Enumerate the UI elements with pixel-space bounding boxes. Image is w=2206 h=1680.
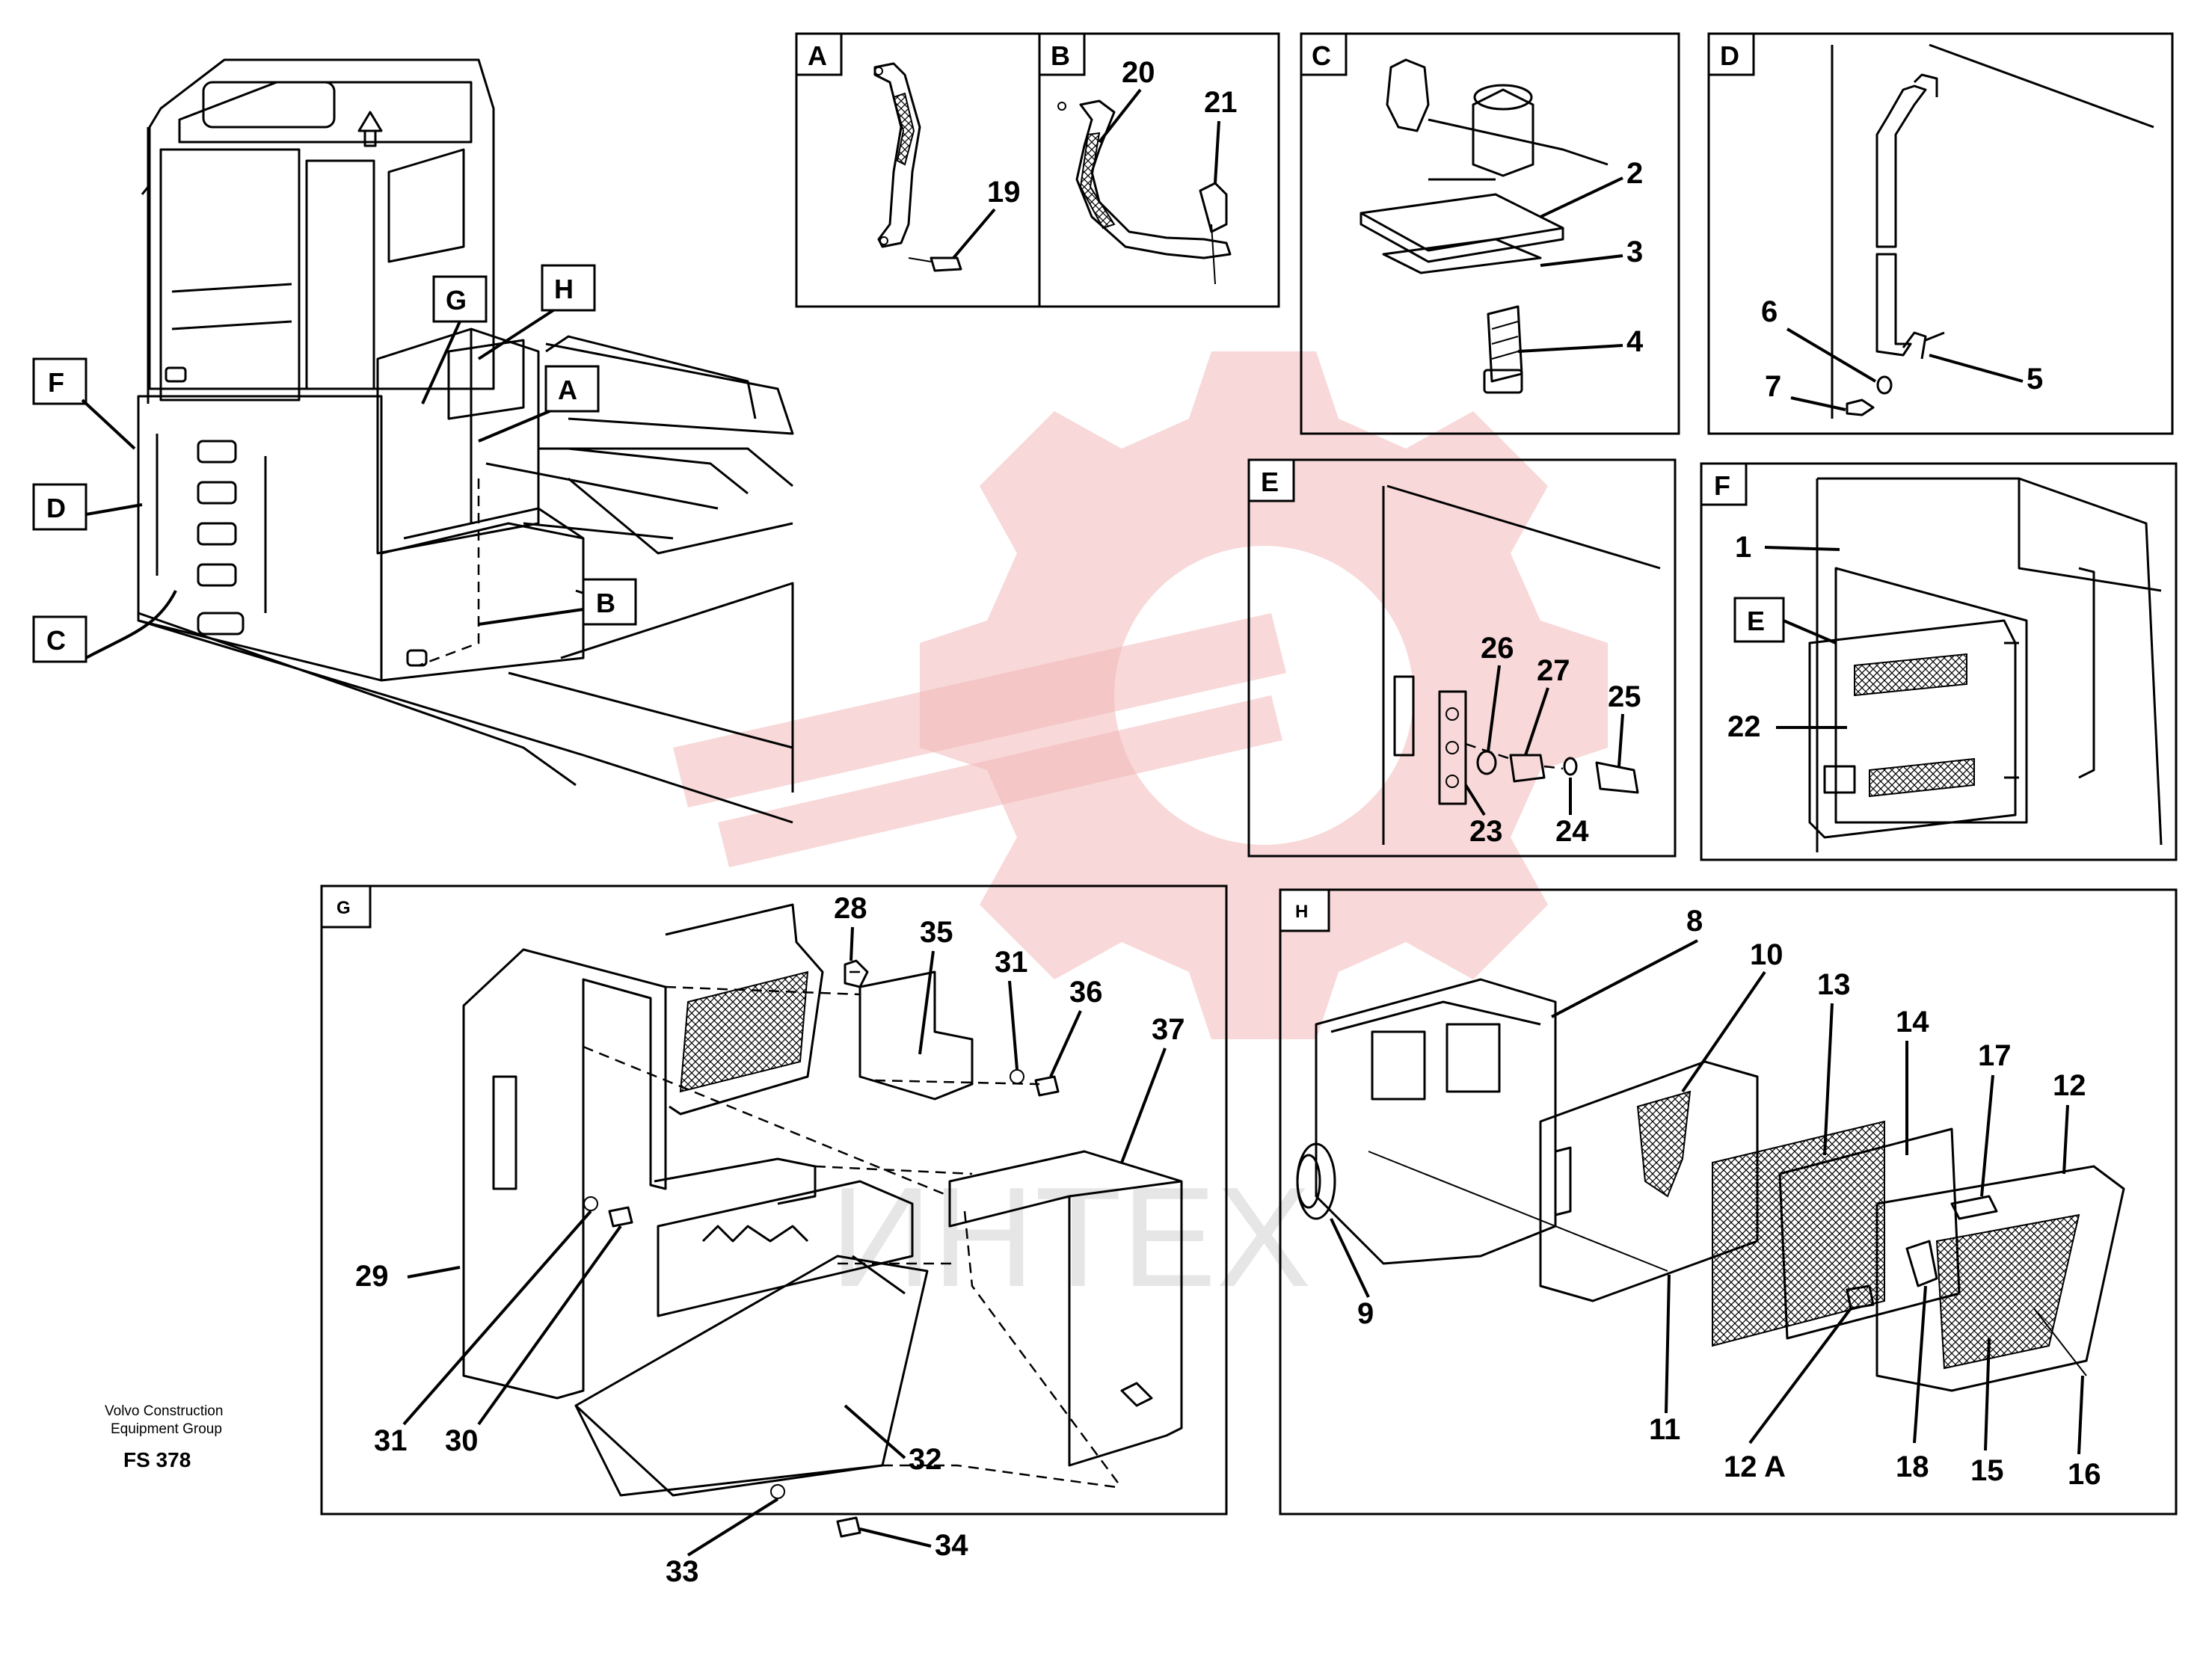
svg-text:19: 19: [987, 176, 1021, 209]
svg-text:C: C: [46, 625, 66, 656]
overview-tag-B: B: [478, 578, 637, 626]
svg-text:14: 14: [1896, 1006, 1929, 1039]
svg-text:H: H: [554, 274, 574, 304]
svg-text:31: 31: [995, 946, 1028, 979]
overview-tag-D: D: [32, 483, 143, 531]
svg-text:16: 16: [2068, 1458, 2101, 1491]
svg-text:G: G: [337, 898, 351, 918]
overview-tag-A: A: [478, 365, 600, 443]
svg-text:21: 21: [1204, 86, 1238, 119]
svg-text:A: A: [558, 375, 577, 405]
svg-text:3: 3: [1626, 236, 1643, 268]
overview-tag-G: G: [421, 275, 488, 404]
svg-text:9: 9: [1357, 1297, 1374, 1330]
svg-text:D: D: [46, 493, 66, 523]
svg-text:28: 28: [834, 892, 867, 925]
svg-text:37: 37: [1152, 1013, 1185, 1046]
panel-H: H 8 10 13 14 17 12 9 11 12 A 1: [1279, 888, 2178, 1516]
svg-text:29: 29: [355, 1260, 389, 1293]
watermark-gear-logo: [673, 351, 1608, 1039]
svg-text:13: 13: [1817, 968, 1851, 1001]
svg-text:4: 4: [1626, 325, 1644, 358]
svg-text:10: 10: [1750, 938, 1783, 971]
svg-text:26: 26: [1481, 632, 1514, 665]
panel-D: D 6 7 5: [1707, 32, 2174, 435]
svg-text:C: C: [1312, 40, 1331, 71]
svg-text:17: 17: [1978, 1039, 2012, 1072]
svg-text:31: 31: [374, 1424, 408, 1457]
svg-text:A: A: [808, 40, 827, 71]
svg-text:34: 34: [935, 1529, 968, 1562]
svg-text:Equipment Group: Equipment Group: [111, 1421, 222, 1437]
svg-text:FS 378: FS 378: [123, 1448, 191, 1471]
svg-text:F: F: [48, 367, 64, 398]
panel-G: G 28 35 31 36 37 29 31: [320, 884, 1228, 1588]
svg-text:25: 25: [1608, 680, 1641, 713]
overview-tag-C: C: [32, 590, 177, 663]
svg-text:35: 35: [920, 916, 953, 949]
svg-text:H: H: [1295, 902, 1308, 922]
svg-text:B: B: [1051, 40, 1070, 71]
svg-text:2: 2: [1626, 157, 1643, 190]
svg-text:15: 15: [1970, 1454, 2004, 1487]
svg-text:11: 11: [1649, 1413, 1680, 1446]
svg-text:F: F: [1714, 470, 1730, 501]
svg-text:E: E: [1261, 467, 1279, 497]
svg-text:6: 6: [1761, 295, 1778, 328]
panel-E: E 26 27 25 23 24: [1247, 458, 1677, 858]
svg-text:33: 33: [666, 1555, 699, 1588]
svg-text:5: 5: [2027, 363, 2043, 396]
svg-text:B: B: [596, 588, 615, 618]
svg-text:36: 36: [1069, 976, 1103, 1009]
panel-F: F 1 E 22: [1700, 462, 2178, 861]
watermark-text: ИНТЕХ: [830, 1158, 1311, 1317]
svg-text:22: 22: [1727, 710, 1761, 743]
overview-tag-H: H: [477, 264, 596, 360]
svg-text:Volvo Construction: Volvo Construction: [105, 1403, 223, 1419]
svg-text:30: 30: [445, 1424, 479, 1457]
svg-text:G: G: [446, 285, 467, 316]
svg-text:32: 32: [909, 1443, 942, 1476]
panel-A: A 19: [795, 32, 1041, 308]
svg-text:27: 27: [1537, 654, 1570, 687]
svg-text:20: 20: [1122, 56, 1155, 89]
svg-text:E: E: [1747, 606, 1765, 636]
svg-text:18: 18: [1896, 1450, 1929, 1483]
svg-text:24: 24: [1555, 815, 1589, 848]
svg-text:23: 23: [1469, 815, 1503, 848]
overview-cab-drawing: [137, 58, 794, 824]
svg-text:12: 12: [2053, 1069, 2086, 1102]
svg-text:1: 1: [1735, 531, 1751, 564]
svg-text:7: 7: [1765, 370, 1781, 403]
publisher-caption: Volvo Construction Equipment Group FS 37…: [105, 1403, 223, 1471]
svg-text:D: D: [1720, 40, 1739, 71]
panel-C: C 2 3 4: [1300, 32, 1680, 435]
svg-text:12 A: 12 A: [1724, 1450, 1786, 1483]
overview-tag-F: F: [32, 357, 136, 450]
panel-B: B 20 21: [1038, 32, 1280, 308]
svg-text:8: 8: [1686, 905, 1703, 938]
